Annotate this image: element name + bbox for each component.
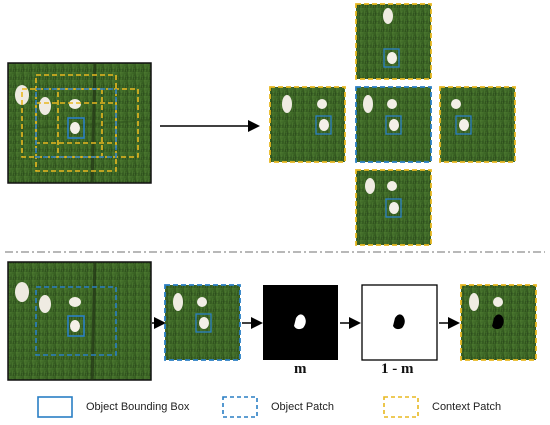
legend-swatch-object-patch	[222, 396, 258, 418]
mask-label: m	[294, 361, 307, 377]
legend-label-bounding-box: Object Bounding Box	[86, 401, 190, 413]
context-patch-bottom	[355, 169, 432, 246]
inverse-mask-label: 1 - m	[381, 361, 414, 377]
object-patch-center	[355, 86, 432, 163]
context-patch-box-right	[57, 88, 139, 158]
context-patch-right	[439, 86, 516, 163]
object-patch-box	[35, 88, 117, 158]
mask-inverse	[361, 284, 438, 361]
masked-context-patch	[460, 284, 537, 361]
context-patch-left	[269, 86, 346, 163]
source-image	[7, 62, 152, 184]
source-image-bottom	[7, 261, 152, 381]
mask-m	[263, 285, 338, 360]
legend-label-context-patch: Context Patch	[432, 401, 502, 413]
context-patch-top	[355, 3, 432, 80]
legend-label-object-patch: Object Patch	[271, 401, 334, 413]
object-patch-bottom	[164, 284, 241, 361]
legend-swatch-context-patch	[383, 396, 419, 418]
object-bounding-box	[67, 117, 85, 139]
legend-swatch-bounding-box	[37, 396, 73, 418]
